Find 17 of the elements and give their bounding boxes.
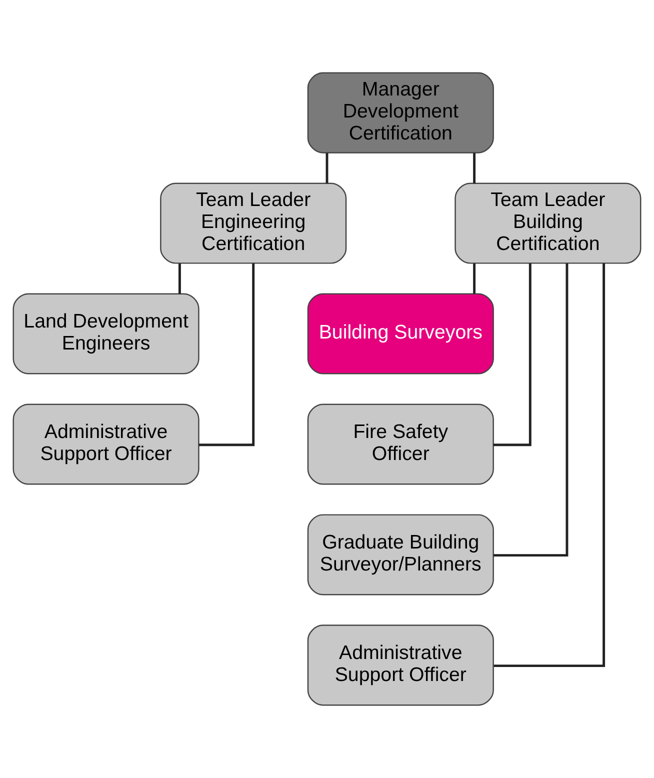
connector (494, 263, 606, 668)
connector (326, 153, 328, 184)
node-box: Fire Safety Officer (307, 404, 494, 485)
node-box: Building Surveyors (307, 293, 494, 374)
connector (473, 263, 476, 294)
connector (178, 263, 181, 294)
node-box: Administrative Support Officer (307, 624, 494, 706)
node-box: Administrative Support Officer (12, 404, 200, 485)
node-box: Team Leader Engineering Certification (160, 182, 347, 264)
node-box: Team Leader Building Certification (454, 182, 642, 264)
connector (493, 263, 532, 446)
node-box: Manager Development Certification (307, 72, 494, 154)
node-box: Land Development Engineers (12, 293, 200, 374)
connector (494, 263, 568, 557)
connector (473, 153, 476, 184)
connector (198, 263, 255, 446)
node-box: Graduate Building Surveyor/Planners (307, 514, 494, 596)
